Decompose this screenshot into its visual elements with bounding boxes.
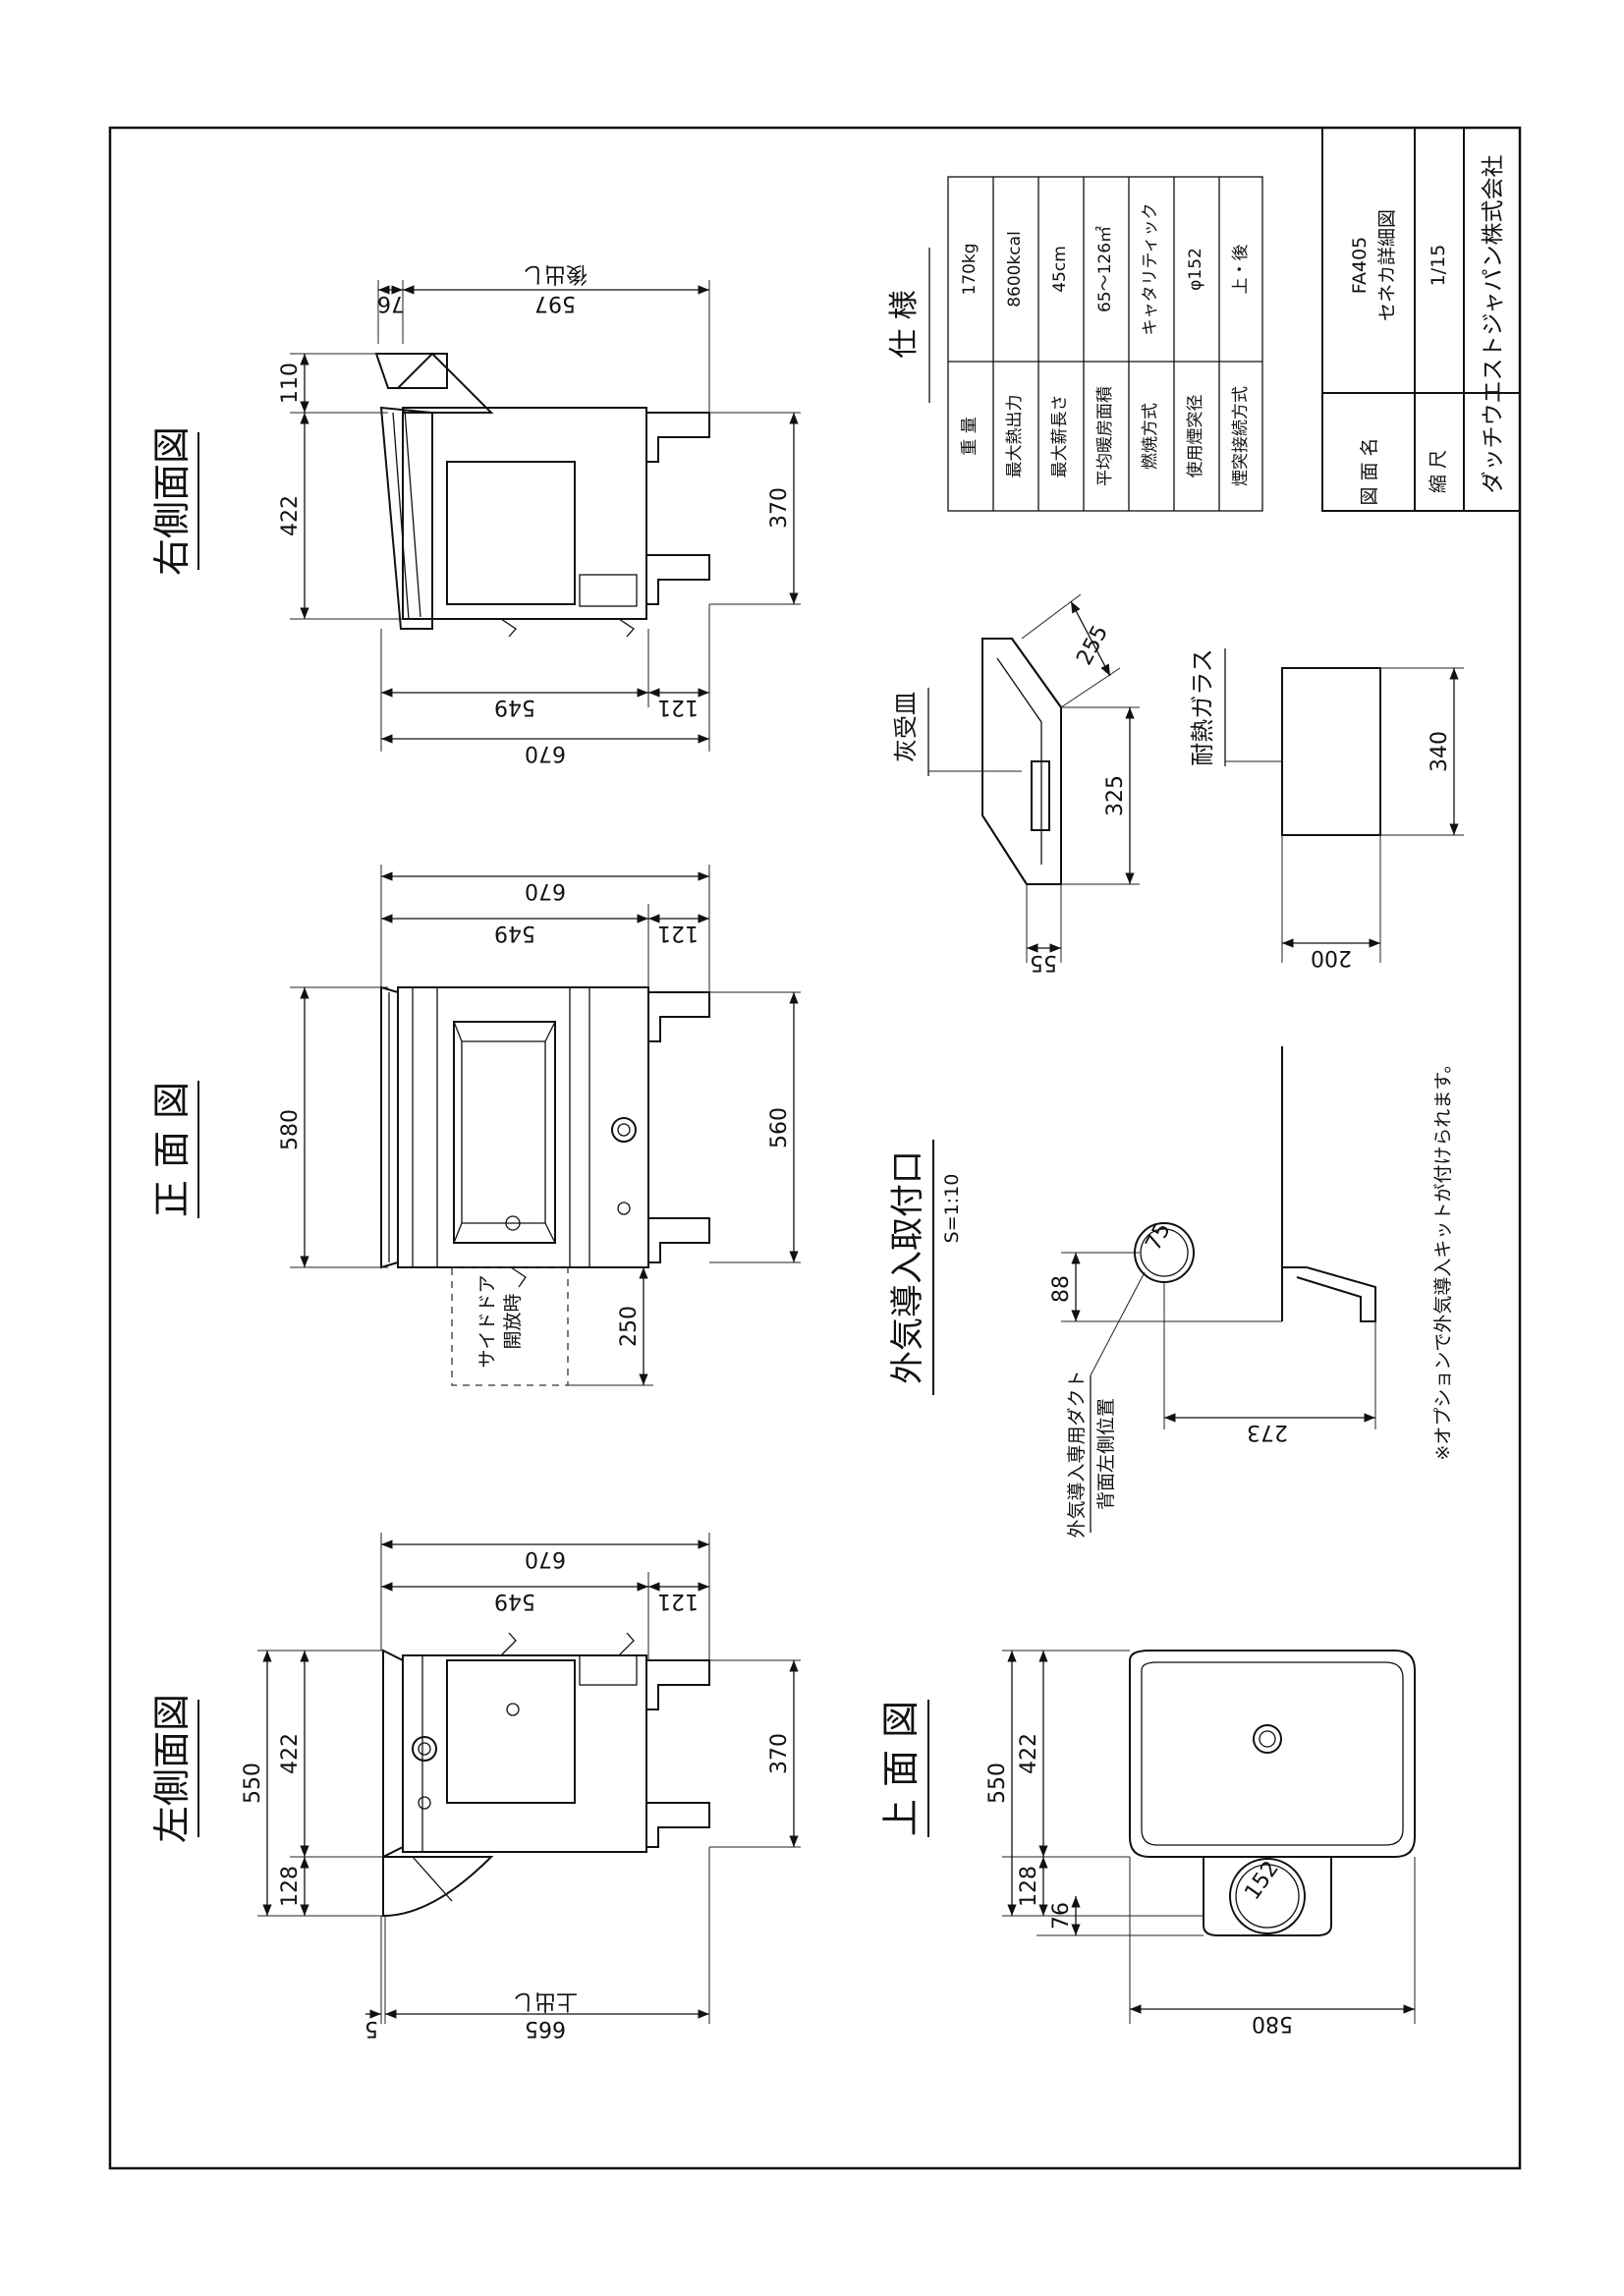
top-dim-550: 550	[985, 1763, 1010, 1804]
scale-label: 縮 尺	[1428, 450, 1449, 493]
spec-row-label: 使用煙突径	[1185, 395, 1205, 478]
option-note: ※オプションで外気導入キットが付けられます。	[1432, 1054, 1454, 1460]
drawing-name: FA405	[1349, 237, 1371, 294]
spec-row-label: 平均暖房面積	[1095, 386, 1115, 486]
glass-view: 耐熱ガラス 340 200	[1189, 648, 1464, 970]
dim-549: 549	[494, 695, 535, 719]
dim-121: 121	[657, 695, 699, 719]
left-side-view: 左側面図 670 549 121	[150, 1533, 801, 2041]
dim-597: 597	[534, 291, 576, 315]
spec-row-value: 45cm	[1050, 246, 1070, 293]
left-side-title: 左側面図	[150, 1694, 194, 1843]
intake-title: 外気導入取付口	[888, 1150, 927, 1384]
top-view: 上 面 図 152 550 422 128 76 580	[879, 1650, 1416, 2036]
glass-dim-340: 340	[1428, 731, 1452, 772]
front-dim-580: 580	[278, 1109, 303, 1150]
title-block: 図 面 名 FA405 セネカ詳細図 縮 尺 1/15 ダッチウエストジャパン株…	[1321, 127, 1521, 512]
intake-dim-88: 88	[1049, 1275, 1074, 1303]
spec-row-value: 8600kcal	[1005, 231, 1025, 308]
left-dim-550: 550	[241, 1763, 265, 1804]
front-dim-121: 121	[657, 921, 699, 945]
left-dim-422: 422	[278, 1733, 303, 1774]
spec-row-label: 燃焼方式	[1141, 403, 1160, 470]
ash-dim-55: 55	[1030, 950, 1057, 975]
side-door-label: サイドドア	[476, 1274, 498, 1368]
left-side-body	[382, 1632, 710, 1859]
spec-row-label: 最大熱出力	[1005, 395, 1025, 478]
top-dim-422: 422	[1017, 1733, 1041, 1774]
top-dim-580: 580	[1252, 2011, 1293, 2036]
glass-dim-200: 200	[1311, 945, 1352, 970]
front-dim-549: 549	[494, 921, 535, 945]
spec-table: 重 量 170kg 最大熱出力 8600kcal 最大薪長さ 45cm 平均暖房…	[947, 176, 1263, 512]
front-dim-250: 250	[617, 1306, 642, 1347]
top-view-title: 上 面 図	[879, 1701, 923, 1836]
right-side-body	[379, 406, 710, 638]
front-title: 正 面 図	[150, 1082, 194, 1217]
top-flue-outlet	[382, 1856, 494, 1918]
left-dim-549: 549	[494, 1589, 535, 1613]
company-name: ダッチウエストジャパン株式会社	[1481, 155, 1506, 494]
intake-view: 外気導入取付口 S=1:10 75 88 273 外気導入専用ダクト 背面左側位…	[888, 1046, 1454, 1539]
spec-title: 仕 様	[887, 290, 922, 359]
spec-section: 仕 様 重 量 170kg 最大熱出力 8600kcal 最大薪長さ 45cm …	[887, 176, 1263, 512]
dim-422: 422	[278, 495, 303, 536]
spec-row-value: キャタリティック	[1141, 203, 1160, 336]
left-dim-5: 5	[364, 2016, 378, 2041]
front-view: 正 面 図 サイドドア 開放時	[150, 865, 801, 1386]
spec-row-label: 重 量	[960, 417, 980, 455]
drawing-subtitle: セネカ詳細図	[1376, 209, 1398, 321]
duct-position: 背面左側位置	[1095, 1398, 1117, 1510]
ash-tray-title: 灰受皿	[892, 692, 920, 762]
right-side-view: 右側面図 76 597 後出し 110 422	[150, 261, 801, 765]
spec-row-label: 煙突接続方式	[1231, 386, 1251, 486]
right-side-title: 右側面図	[150, 426, 194, 576]
spec-row-value: 170kg	[960, 243, 980, 295]
scale-value: 1/15	[1428, 245, 1449, 287]
dim-110: 110	[278, 363, 303, 404]
rear-out-label: 後出し	[523, 261, 588, 286]
intake-dim-273: 273	[1247, 1420, 1288, 1444]
top-dim-76: 76	[1049, 1902, 1074, 1930]
dim-370: 370	[767, 487, 792, 529]
dim-670: 670	[525, 741, 566, 765]
intake-scale: S=1:10	[941, 1174, 963, 1244]
side-door-open-area	[451, 1266, 569, 1386]
spec-row-value: 65〜126㎡	[1095, 226, 1115, 312]
top-view-body: 152	[1129, 1650, 1416, 1936]
ash-tray-view: 灰受皿 255 325 55	[892, 593, 1140, 975]
spec-row-value: 上・後	[1231, 245, 1251, 295]
left-dim-665: 665	[525, 2016, 566, 2041]
left-dim-128: 128	[278, 1866, 303, 1907]
glass-title: 耐熱ガラス	[1189, 648, 1216, 766]
front-dim-560: 560	[767, 1107, 792, 1148]
spec-row-value: φ152	[1186, 248, 1205, 291]
left-dim-370: 370	[767, 1733, 792, 1774]
drawing-frame	[108, 126, 1522, 2170]
ash-dim-255: 255	[1072, 622, 1113, 670]
top-dim-128: 128	[1017, 1866, 1041, 1907]
duct-label: 外気導入専用ダクト	[1066, 1370, 1088, 1538]
left-dim-670: 670	[525, 1546, 566, 1571]
ash-dim-325: 325	[1103, 775, 1128, 816]
rear-flue	[374, 352, 494, 414]
front-dim-670: 670	[525, 878, 566, 903]
front-body	[380, 985, 710, 1288]
top-out-label: 上出し	[513, 1988, 578, 2013]
left-dim-121: 121	[657, 1589, 699, 1613]
flue-collar	[1229, 1858, 1306, 1934]
dim-76: 76	[377, 291, 405, 315]
spec-row-label: 最大薪長さ	[1050, 395, 1070, 478]
drawing-name-label: 図 面 名	[1359, 437, 1380, 505]
side-door-open-label: 開放時	[502, 1293, 524, 1349]
